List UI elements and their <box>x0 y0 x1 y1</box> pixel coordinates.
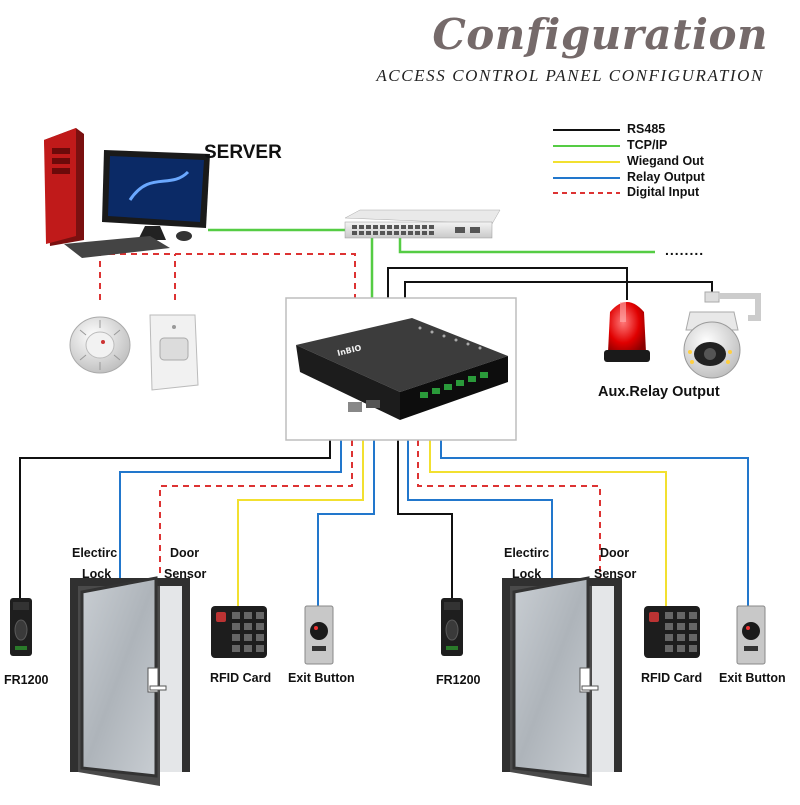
page-subtitle: ACCESS CONTROL PANEL CONFIGURATION <box>376 66 764 85</box>
server-computer-icon <box>44 128 210 258</box>
exit-button-label-left: Exit Button <box>288 671 355 685</box>
wire-door-sensor-left <box>159 440 353 578</box>
rfid-keypad-icon <box>644 606 700 658</box>
network-switch-icon <box>344 209 501 239</box>
rfid-card-label-right: RFID Card <box>641 671 703 685</box>
exit-button-label-right: Exit Button <box>719 671 786 685</box>
server-label: SERVER <box>204 142 282 163</box>
door-sensor-label-bottom-left: Sensor <box>164 567 207 581</box>
ptz-camera-icon <box>683 291 761 379</box>
fingerprint-reader-icon <box>441 598 463 656</box>
door-sensor-label-bottom-right: Sensor <box>594 567 637 581</box>
exit-button-icon <box>736 605 766 665</box>
electric-lock-label-bottom-right: Lock <box>512 567 542 581</box>
wire-fr1200-left <box>19 440 331 598</box>
electric-lock-label-top-right: Electirc <box>504 546 550 560</box>
wire-door-sensor-right <box>417 440 601 578</box>
wires <box>19 228 749 606</box>
door-sensor-label-top-left: Door <box>170 546 200 560</box>
pir-sensor-icon <box>149 314 199 391</box>
wire-smoke-detector <box>99 253 356 300</box>
fr1200-label-left: FR1200 <box>4 673 49 687</box>
door-group-right <box>441 576 766 786</box>
wire-exit-right <box>440 440 749 606</box>
wire-rfid-right <box>429 440 667 606</box>
access-control-panel-icon: InBIO <box>296 318 508 420</box>
wire-aux-camera <box>404 281 713 298</box>
door-icon <box>70 576 190 786</box>
wire-aux-beacon <box>387 267 628 300</box>
legend-label-relay: Relay Output <box>627 170 705 184</box>
rfid-keypad-icon <box>211 606 267 658</box>
wire-lock-right <box>407 440 553 578</box>
wire-fr1200-right <box>397 440 453 598</box>
legend-label-rs485: RS485 <box>627 122 666 136</box>
fingerprint-reader-icon <box>10 598 32 656</box>
electric-lock-label-top-left: Electirc <box>72 546 118 560</box>
rfid-card-label-left: RFID Card <box>210 671 272 685</box>
door-icon <box>502 576 622 786</box>
electric-lock-label-bottom-left: Lock <box>82 567 112 581</box>
door-sensor-label-top-right: Door <box>600 546 630 560</box>
smoke-detector-icon <box>69 316 131 374</box>
network-more-label: ........ <box>665 242 705 258</box>
exit-button-icon <box>304 605 334 665</box>
fr1200-label-right: FR1200 <box>436 673 481 687</box>
legend <box>553 129 620 194</box>
wire-lock-left <box>119 440 342 578</box>
legend-label-wiegand: Wiegand Out <box>627 154 704 168</box>
alarm-beacon-icon <box>604 302 650 362</box>
page-title: Configuration <box>432 10 768 59</box>
access-control-panel: InBIO <box>285 297 517 441</box>
wire-rfid-left <box>237 440 364 606</box>
legend-label-tcpip: TCP/IP <box>627 138 668 152</box>
door-group-left <box>10 576 334 786</box>
legend-label-digital: Digital Input <box>627 185 700 199</box>
wire-switch-to-network <box>398 238 655 254</box>
wire-exit-left <box>317 440 375 606</box>
aux-relay-output-label: Aux.Relay Output <box>598 384 720 400</box>
